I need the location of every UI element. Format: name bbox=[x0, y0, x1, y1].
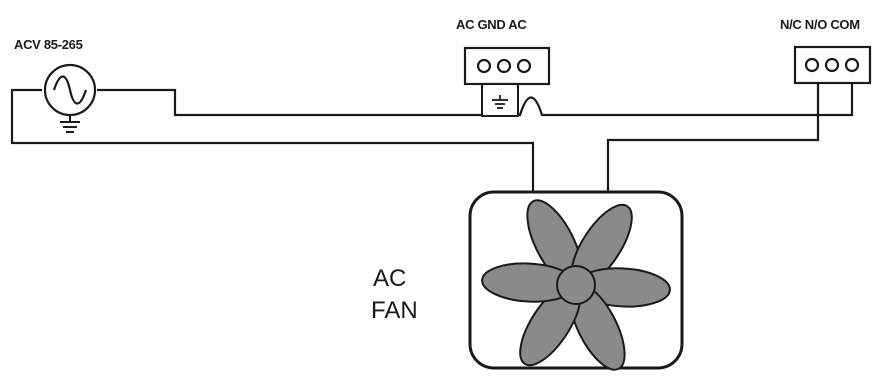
relay-terminal-block bbox=[793, 45, 872, 85]
terminal-screw-icon bbox=[844, 57, 860, 73]
wire-source-to-terminal bbox=[97, 88, 488, 117]
ground-icon bbox=[60, 115, 80, 133]
wire-source-left-loop bbox=[10, 88, 535, 200]
fan-label-fan: FAN bbox=[371, 297, 418, 324]
source-label: ACV 85-265 bbox=[14, 37, 83, 52]
fan-label-ac: AC bbox=[373, 265, 407, 292]
ac-source-icon bbox=[43, 63, 97, 117]
power-terminal-block bbox=[463, 46, 551, 117]
ground-icon bbox=[492, 95, 508, 109]
wire-crossover bbox=[488, 82, 854, 117]
fan-hub bbox=[556, 265, 596, 305]
terminal-screw-icon bbox=[496, 58, 512, 74]
terminal-screw-icon bbox=[824, 57, 840, 73]
fan-icon bbox=[468, 190, 684, 371]
power-terminal-label: AC GND AC bbox=[456, 17, 527, 32]
terminal-screw-icon bbox=[804, 57, 820, 73]
relay-terminal-label: N/C N/O COM bbox=[780, 17, 860, 32]
wire-relay-to-fan bbox=[606, 82, 820, 200]
terminal-screw-icon bbox=[516, 58, 532, 74]
terminal-screw-icon bbox=[476, 58, 492, 74]
